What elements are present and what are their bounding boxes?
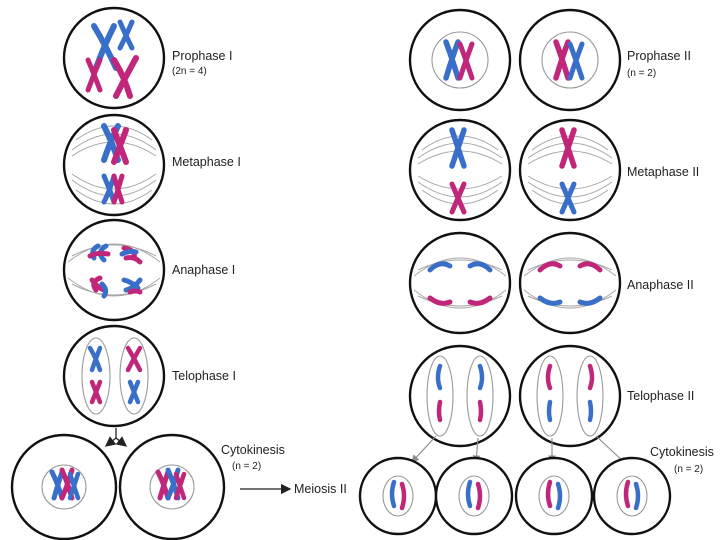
cytokinesis-1-cell-left [10, 433, 118, 540]
anaphase-1-cell [62, 218, 166, 322]
metaphase-2-cell-right [518, 118, 622, 222]
prophase-2-ploidy: (n = 2) [627, 68, 656, 79]
metaphase-2-cell-left [408, 118, 512, 222]
metaphase-1-label: Metaphase I [172, 155, 241, 169]
cytokinesis-1-label: Cytokinesis [221, 443, 285, 457]
prophase-2-cell-left [408, 8, 512, 112]
metaphase-2-label: Metaphase II [627, 165, 699, 179]
telophase-1-label: Telophase I [172, 369, 236, 383]
cytokinesis-2-label: Cytokinesis [650, 445, 714, 459]
cytokinesis-1-cell-right [118, 433, 226, 540]
telophase-1-cell [62, 324, 166, 428]
cytokinesis-2-cell-4 [592, 456, 672, 536]
cytokinesis-2-ploidy: (n = 2) [674, 464, 703, 475]
metaphase-1-cell [62, 113, 166, 217]
prophase-1-ploidy: (2n = 4) [172, 66, 207, 77]
telophase-2-cell-left [408, 344, 512, 448]
prophase-1-cell [62, 6, 166, 110]
cytokinesis-1-ploidy: (n = 2) [232, 461, 261, 472]
split-arrows-1 [104, 428, 128, 447]
cytokinesis-2-cell-1 [358, 456, 438, 536]
meiosis-2-label: Meiosis II [294, 482, 347, 496]
anaphase-2-cell-left [408, 231, 512, 335]
cytokinesis-2-cell-2 [434, 456, 514, 536]
anaphase-2-cell-right [518, 231, 622, 335]
prophase-1-label: Prophase I [172, 49, 232, 63]
telophase-2-cell-right [518, 344, 622, 448]
cytokinesis-2-cell-3 [514, 456, 594, 536]
prophase-2-label: Prophase II [627, 49, 691, 63]
telophase-2-label: Telophase II [627, 389, 694, 403]
anaphase-1-label: Anaphase I [172, 263, 235, 277]
prophase-2-cell-right [518, 8, 622, 112]
anaphase-2-label: Anaphase II [627, 278, 694, 292]
